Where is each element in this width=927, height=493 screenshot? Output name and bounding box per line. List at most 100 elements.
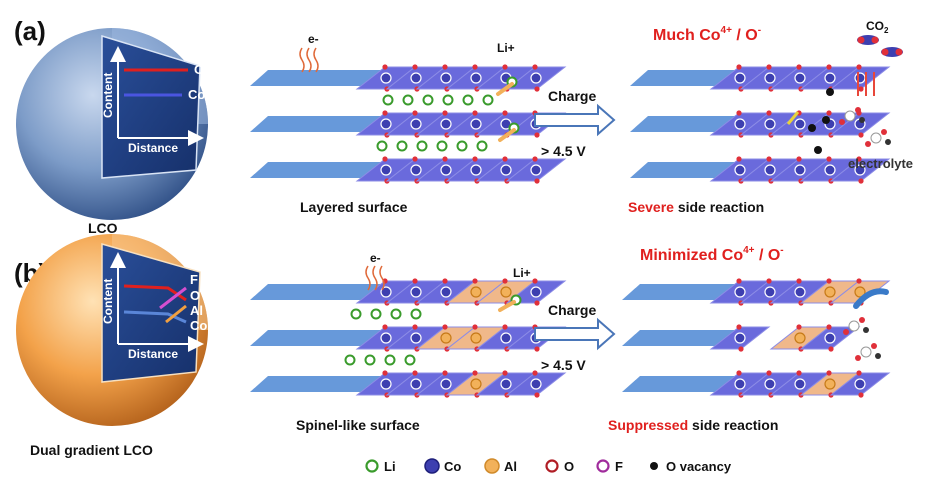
al-atom xyxy=(824,378,836,390)
slab xyxy=(250,162,388,178)
co-atom xyxy=(440,118,452,130)
li-atom xyxy=(390,308,402,320)
li-atom xyxy=(384,354,396,366)
legend-label: O xyxy=(564,459,574,474)
y-axis-label: Content xyxy=(101,73,115,118)
slab xyxy=(622,284,740,300)
co2-atom xyxy=(871,36,879,44)
co-atom xyxy=(380,164,392,176)
li-atom xyxy=(456,140,468,152)
co-atom xyxy=(764,164,776,176)
electron-emission xyxy=(365,265,371,291)
o-atom xyxy=(442,324,448,330)
dual-gradient-sphere: F O Al Co Content Distance xyxy=(16,234,208,426)
o-atom xyxy=(502,278,508,284)
co-atom xyxy=(440,286,452,298)
co-atom xyxy=(470,164,482,176)
co-atom xyxy=(734,378,746,390)
f-gradient-curve xyxy=(159,286,187,310)
electron-label-b: e- xyxy=(370,251,381,265)
co-atom xyxy=(440,72,452,84)
f-label: F xyxy=(190,272,198,287)
layered-surface-caption: Layered surface xyxy=(300,199,408,215)
li-atom xyxy=(482,94,494,106)
co-atom xyxy=(440,378,452,390)
f-curve xyxy=(123,284,187,302)
o-atom xyxy=(532,370,538,376)
x-axis-label: Distance xyxy=(128,141,178,155)
o-atom xyxy=(826,64,832,70)
molecule-atom xyxy=(865,141,871,147)
co-curve-label: Co xyxy=(188,87,205,102)
co-atom xyxy=(530,286,542,298)
molecule-atom xyxy=(859,117,865,123)
deflect-arrow xyxy=(853,288,889,309)
o-atom xyxy=(502,110,508,116)
delithiated-lattice xyxy=(630,64,891,184)
o-atom xyxy=(412,370,418,376)
molecule-atom xyxy=(871,343,877,349)
o-atom xyxy=(382,110,388,116)
o-atom xyxy=(826,156,832,162)
o-atom xyxy=(828,346,834,352)
co-atom xyxy=(410,118,422,130)
slab xyxy=(250,70,388,86)
legend-label: Al xyxy=(504,459,517,474)
o-atom xyxy=(736,370,742,376)
al-atom xyxy=(470,378,482,390)
co-atom xyxy=(764,286,776,298)
co-atom xyxy=(380,378,392,390)
o-atom xyxy=(826,324,832,330)
charge-label: Charge xyxy=(548,88,596,104)
legend-label: O vacancy xyxy=(666,459,732,474)
molecule-atom xyxy=(855,355,861,361)
charge-label-b: Charge xyxy=(548,302,596,318)
li-ion-label: Li+ xyxy=(497,41,515,55)
o-atom xyxy=(766,64,772,70)
o-atom xyxy=(736,64,742,70)
molecule-atom xyxy=(855,107,861,113)
o-atom xyxy=(736,156,742,162)
o-vacancy xyxy=(826,88,834,96)
o-atom xyxy=(412,278,418,284)
o-atom xyxy=(442,64,448,70)
co-atom xyxy=(410,164,422,176)
al-atom xyxy=(500,286,512,298)
li-atom xyxy=(382,94,394,106)
co-atom xyxy=(734,164,746,176)
li-atom xyxy=(376,140,388,152)
o-atom xyxy=(534,178,540,184)
co-atom xyxy=(734,332,746,344)
co-atom xyxy=(500,164,512,176)
o-atom xyxy=(502,324,508,330)
electron-emission xyxy=(379,265,385,291)
o-atom xyxy=(766,110,772,116)
legend-label: Co xyxy=(444,459,461,474)
co-atom xyxy=(380,286,392,298)
li-atom xyxy=(442,94,454,106)
legend-swatch-co xyxy=(424,458,440,474)
o-atom xyxy=(412,156,418,162)
o-label-b: O xyxy=(190,288,200,303)
li-atom xyxy=(422,94,434,106)
o-atom xyxy=(412,64,418,70)
sphere-caption: LCO xyxy=(88,220,118,236)
electron-emission xyxy=(306,47,312,73)
o-atom xyxy=(472,64,478,70)
co-atom xyxy=(824,72,836,84)
co-atom xyxy=(530,72,542,84)
o-atom xyxy=(856,156,862,162)
o-atom xyxy=(412,110,418,116)
o-atom xyxy=(442,156,448,162)
electron-emission xyxy=(313,47,319,73)
o-curve-label: O xyxy=(194,62,204,77)
o-atom xyxy=(766,278,772,284)
co2-label: CO2 xyxy=(866,19,889,35)
electron-emission xyxy=(299,47,305,73)
co-atom xyxy=(794,118,806,130)
o-atom xyxy=(738,346,744,352)
slab xyxy=(622,376,740,392)
o-atom xyxy=(442,370,448,376)
slab xyxy=(630,162,740,178)
